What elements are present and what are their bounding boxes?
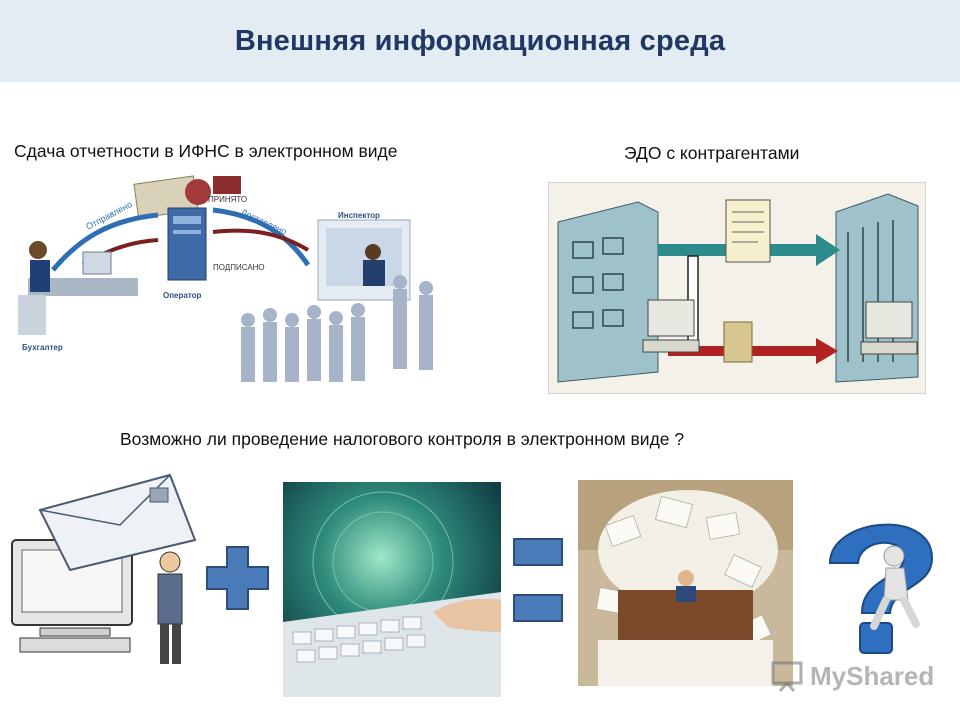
- crowd-silhouettes: [241, 275, 433, 382]
- right-caption: ЭДО с контрагентами: [624, 143, 800, 163]
- watermark-text: MyShared: [810, 660, 935, 691]
- paper-pile-svg: [578, 480, 793, 686]
- e-reporting-svg: Отправлено Доставлено ПРИНЯТО ПОДПИСАНО …: [18, 175, 433, 382]
- computer-envelope-svg: [11, 473, 197, 664]
- paper-pile-image: [578, 480, 793, 686]
- question-mark-illustration: [812, 508, 952, 658]
- plus-sign-icon: [205, 545, 270, 611]
- watermark: MyShared: [770, 656, 945, 696]
- digital-keyboard-image: [283, 482, 501, 697]
- presentation-icon: [771, 661, 803, 692]
- slide-header: Внешняя информационная среда: [0, 0, 960, 82]
- edi-svg: [548, 182, 926, 394]
- e-reporting-illustration: Отправлено Доставлено ПРИНЯТО ПОДПИСАНО …: [8, 170, 448, 400]
- left-caption: Сдача отчетности в ИФНС в электронном ви…: [14, 141, 398, 161]
- edi-illustration: [548, 182, 926, 394]
- label-inspector: Инспектор: [338, 211, 380, 220]
- question-caption: Возможно ли проведение налогового контро…: [120, 429, 685, 449]
- label-signed: ПОДПИСАНО: [213, 263, 265, 272]
- label-operator: Оператор: [163, 291, 202, 300]
- computer-envelope-illustration: [10, 470, 205, 670]
- slide-title: Внешняя информационная среда: [234, 24, 726, 57]
- label-accepted: ПРИНЯТО: [208, 195, 247, 204]
- label-accountant: Бухгалтер: [22, 343, 63, 352]
- question-mark-svg: [828, 523, 934, 654]
- digital-keyboard-svg: [283, 482, 501, 697]
- equals-sign-icon: [512, 537, 564, 623]
